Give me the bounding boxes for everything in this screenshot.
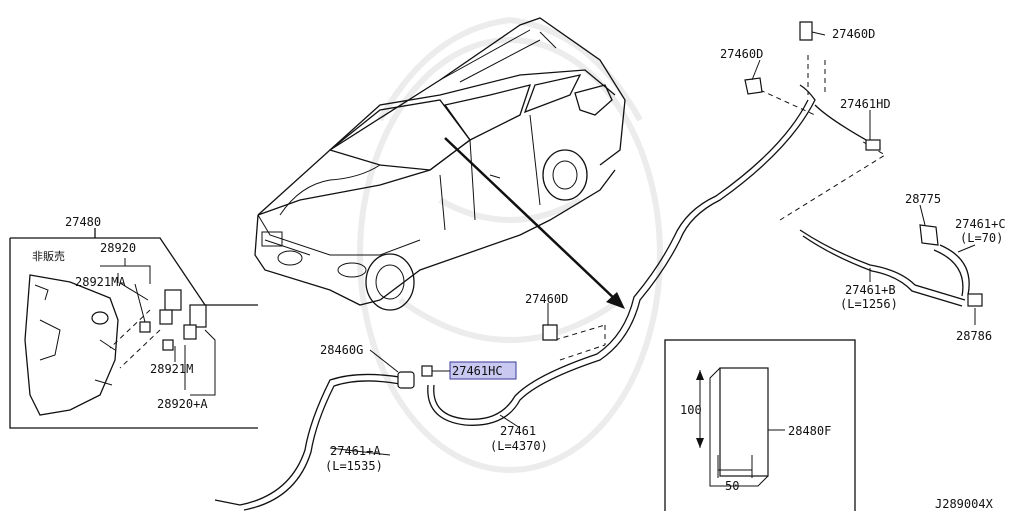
label-28920A[interactable]: 28920+A bbox=[157, 397, 208, 411]
diagram-id: J289004X bbox=[935, 497, 994, 511]
label-27461C-length: (L=70) bbox=[960, 231, 1003, 245]
part-labels: 27480 非販売 28920 28921MA 28921M 28920+A 2… bbox=[32, 27, 1006, 511]
label-28480F[interactable]: 28480F bbox=[788, 424, 831, 438]
label-27460D-middle[interactable]: 27460D bbox=[525, 292, 568, 306]
label-27461A[interactable]: 27461+A bbox=[330, 444, 381, 458]
location-arrow bbox=[444, 137, 625, 309]
label-27480[interactable]: 27480 bbox=[65, 215, 101, 229]
label-27461A-length: (L=1535) bbox=[325, 459, 383, 473]
label-27460D-top[interactable]: 27460D bbox=[832, 27, 875, 41]
label-28775[interactable]: 28775 bbox=[905, 192, 941, 206]
label-28460G[interactable]: 28460G bbox=[320, 343, 363, 357]
dimension-width: 50 bbox=[725, 479, 739, 493]
label-27460D-left[interactable]: 27460D bbox=[720, 47, 763, 61]
label-27461[interactable]: 27461 bbox=[500, 424, 536, 438]
reservoir-inset bbox=[9, 228, 258, 429]
label-28921M[interactable]: 28921M bbox=[150, 362, 193, 376]
label-27461C[interactable]: 27461+C bbox=[955, 217, 1006, 231]
label-27461HC[interactable]: 27461HC bbox=[452, 364, 503, 378]
hose-network bbox=[214, 55, 970, 511]
leader-lines bbox=[117, 31, 976, 456]
dimension-height: 100 bbox=[680, 403, 702, 417]
label-27461-length: (L=4370) bbox=[490, 439, 548, 453]
filter-inset bbox=[664, 339, 856, 516]
label-not-for-sale: 非販売 bbox=[32, 250, 65, 263]
label-27461B-length: (L=1256) bbox=[840, 297, 898, 311]
label-27461B[interactable]: 27461+B bbox=[845, 283, 896, 297]
label-28786[interactable]: 28786 bbox=[956, 329, 992, 343]
label-28920[interactable]: 28920 bbox=[100, 241, 136, 255]
clips bbox=[421, 21, 983, 377]
vehicle-illustration bbox=[254, 17, 626, 311]
label-28921MA[interactable]: 28921MA bbox=[75, 275, 126, 289]
label-27461HD[interactable]: 27461HD bbox=[840, 97, 891, 111]
